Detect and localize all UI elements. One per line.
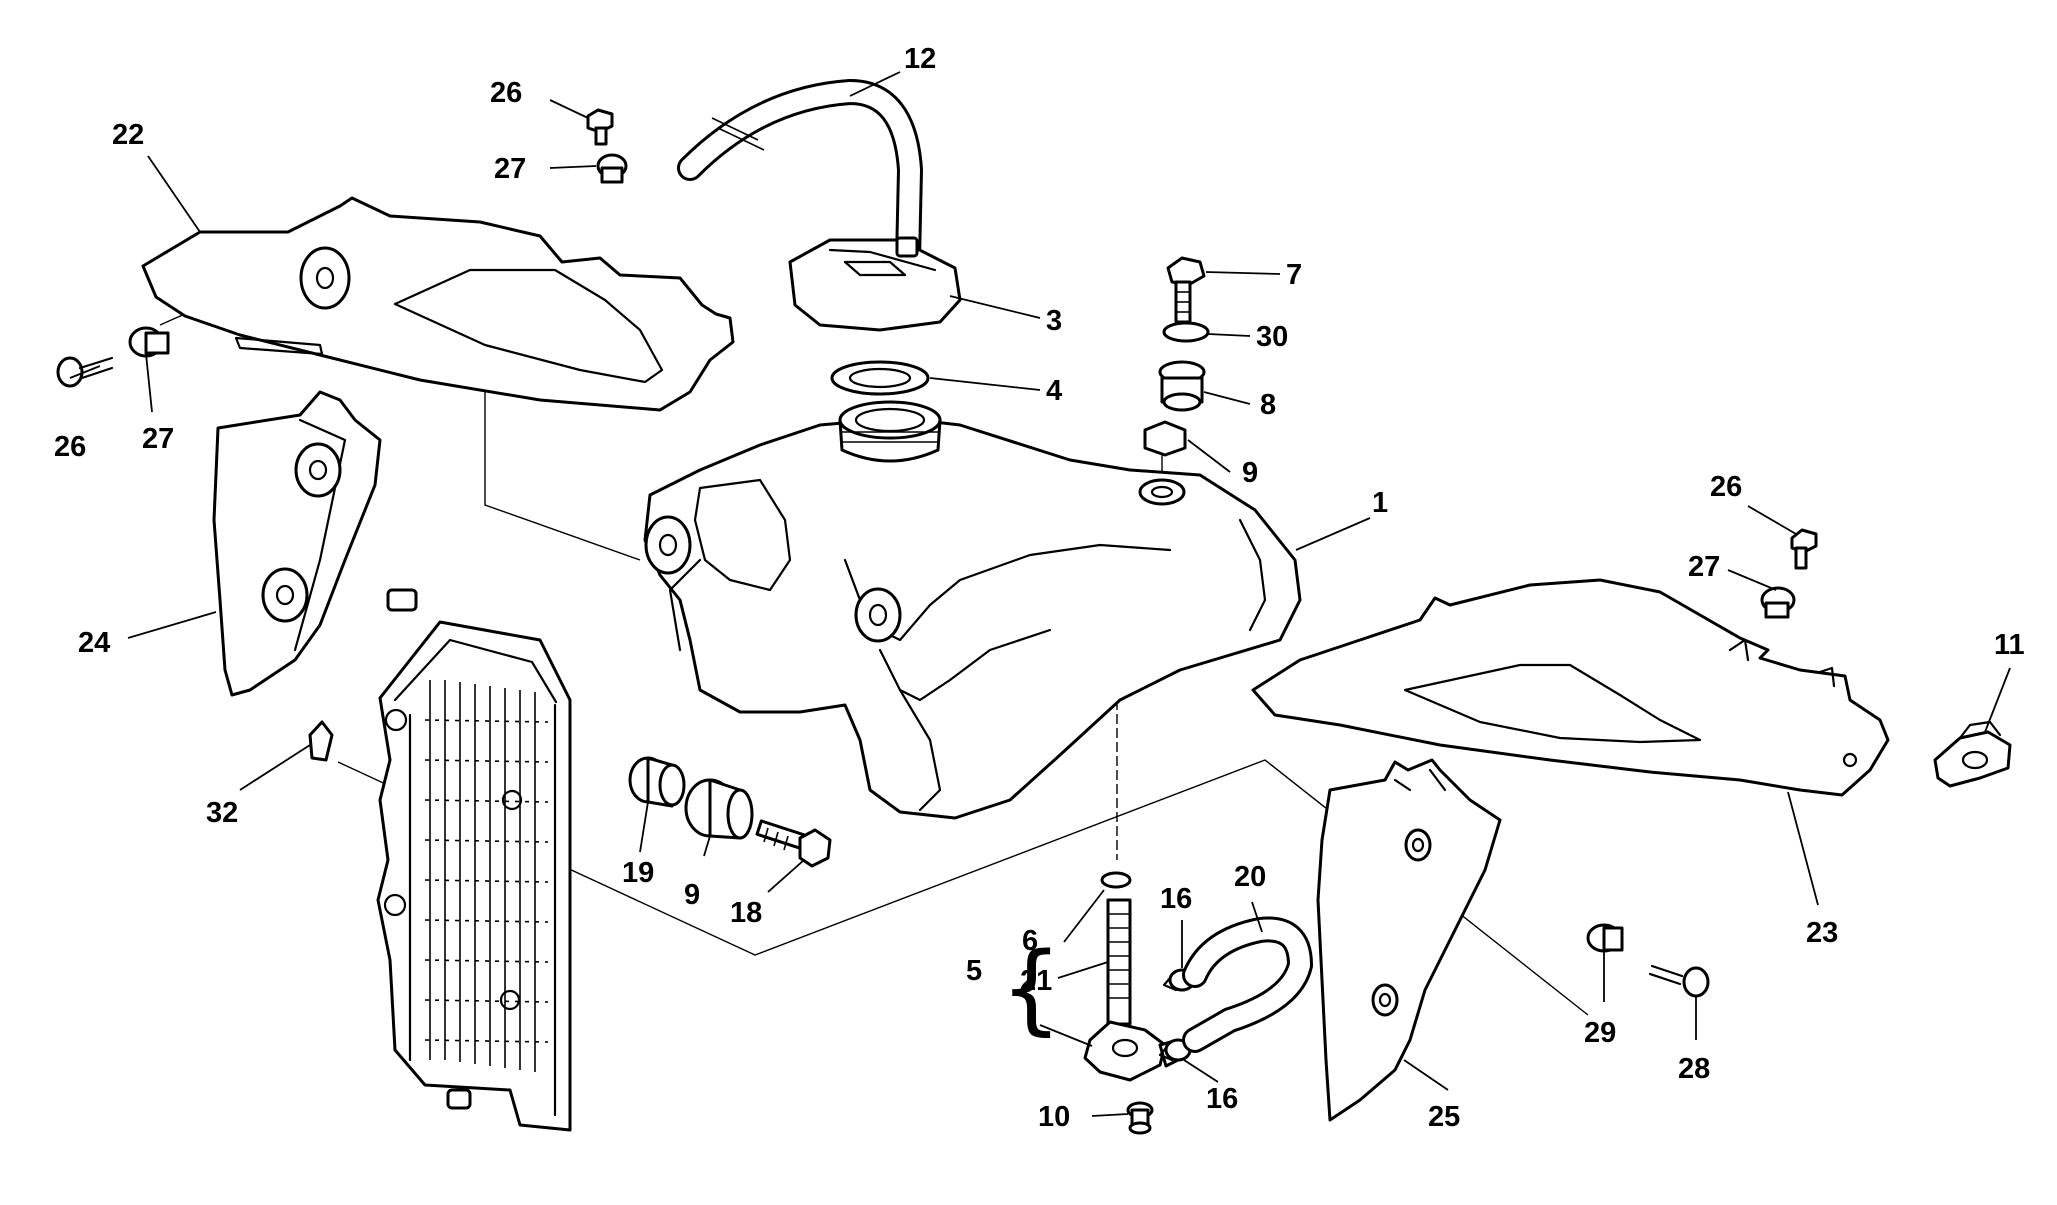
bolt-18 [755,819,832,868]
filler-neck [838,400,942,463]
screw-washer-left [56,326,170,388]
label-9-bottom: 9 [684,879,700,911]
left-lower-shroud [212,390,382,697]
label-10: 10 [1038,1101,1070,1133]
part-6-o-ring [1100,871,1132,889]
fuel-tank [643,400,1302,820]
label-26-left: 26 [54,431,86,463]
label-11: 11 [1994,629,2025,661]
label-30: 30 [1256,321,1288,353]
label-4: 4 [1046,375,1062,407]
right-lower-shroud [1316,758,1502,1122]
radiator-core [424,680,549,1072]
label-26-top: 26 [490,77,522,109]
screw-28 [1648,964,1710,998]
assembly-brace: { [1000,932,1062,1046]
part-9-spacer-top [1143,420,1187,457]
label-32: 32 [206,797,238,829]
label-21: 21 [1020,965,1052,997]
label-5: 5 [966,955,982,987]
label-leaders [69,71,2011,1117]
breather-hose [677,78,924,273]
part-7-bolt [1166,256,1206,324]
screw-washer-right [1760,528,1818,619]
washer-29 [1586,923,1624,953]
label-27-left: 27 [142,423,174,455]
part-labels: 1 3 4 5 6 7 8 9 9 10 11 12 16 16 18 19 2… [54,43,2025,1133]
label-29: 29 [1584,1017,1616,1049]
label-16-top: 16 [1160,883,1192,915]
top-mount-stack [1143,256,1210,457]
rubber-spacer-9 [684,778,754,840]
left-upper-shroud [141,196,735,412]
fuel-cap [788,236,962,332]
label-23: 23 [1806,917,1838,949]
screw-washer-top [586,108,628,184]
label-27-top: 27 [494,153,526,185]
label-22: 22 [112,119,144,151]
radiator-clip [308,720,334,762]
part-20-fuel-hose [1182,916,1314,1053]
label-24: 24 [78,627,110,659]
label-12: 12 [904,43,936,75]
label-16-bottom: 16 [1206,1083,1238,1115]
label-3: 3 [1046,305,1062,337]
label-8: 8 [1260,389,1276,421]
label-18: 18 [730,897,762,929]
label-1: 1 [1372,487,1388,519]
label-25: 25 [1428,1101,1460,1133]
radiator [376,588,572,1132]
part-8-grommet [1158,360,1206,412]
bracket [1933,720,2012,788]
fuel-tap-assembly [1083,871,1314,1135]
label-28: 28 [1678,1053,1710,1085]
right-upper-shroud [1251,578,1890,797]
label-27-right: 27 [1688,551,1720,583]
part-10-screw [1126,1101,1154,1135]
cap-gasket [830,360,930,396]
part-30-o-ring [1162,321,1210,343]
label-9-top: 9 [1242,457,1258,489]
label-7: 7 [1286,259,1302,291]
label-6: 6 [1022,925,1038,957]
label-20: 20 [1234,861,1266,893]
label-26-right: 26 [1710,471,1742,503]
rubber-spacer-19 [628,756,686,808]
label-19: 19 [622,857,654,889]
part-21-strainer [1106,898,1132,1026]
